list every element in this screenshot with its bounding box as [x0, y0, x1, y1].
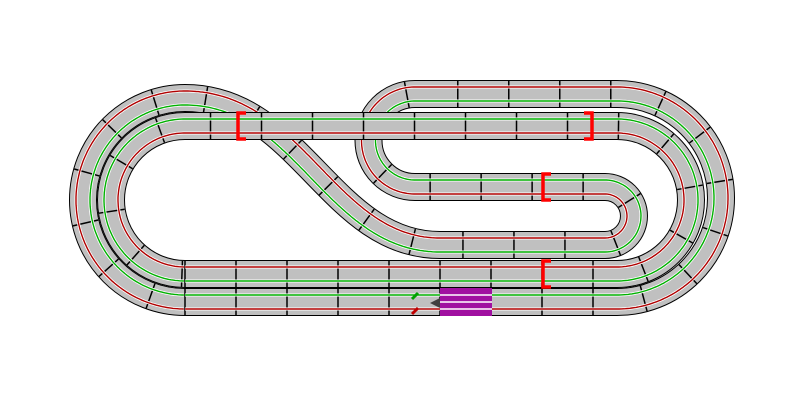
track-segment-divider [202, 86, 209, 113]
track-segment-divider [689, 126, 711, 144]
lap-marker-top-left[interactable] [236, 111, 246, 141]
track-segment-divider [669, 229, 694, 244]
track-layer [69, 80, 735, 316]
track-segment-divider [98, 208, 125, 214]
track-segment-divider [654, 91, 667, 116]
track-segment-divider [283, 139, 303, 160]
track-segment-divider [373, 163, 393, 184]
track-segment-divider [610, 230, 622, 256]
outer-loop-track-lane-red [75, 86, 729, 310]
track-segment-divider [676, 184, 703, 191]
outer-loop-track-lane-green [89, 100, 715, 296]
track-segment-divider [706, 178, 733, 185]
inner-loop-track [97, 112, 705, 288]
inner-loop-track-lane-green [103, 118, 699, 282]
track-segment-divider [74, 168, 100, 177]
track-segment-divider [318, 176, 339, 196]
inner-loop-track-surface [98, 113, 704, 287]
track-segment-divider [72, 219, 99, 227]
track-segment-divider [403, 81, 410, 108]
track-segment-divider [638, 256, 649, 282]
inner-loop-track-lane-red [117, 132, 685, 268]
start-position-pointer-icon [430, 298, 440, 308]
car-red[interactable] [410, 306, 420, 316]
track-segment-divider [145, 283, 156, 309]
track-segment-divider [702, 226, 728, 237]
track-segment-divider [102, 119, 122, 139]
track-segment-divider [408, 228, 417, 255]
track-segment-divider [618, 192, 641, 208]
lap-marker-top-right[interactable] [584, 111, 594, 141]
track-segment-divider [678, 264, 698, 285]
track-segment-divider [358, 208, 375, 231]
outer-loop-track-surface [70, 81, 734, 315]
overlay-layer [236, 111, 594, 316]
track-segment-divider [98, 258, 119, 277]
track-segment-divider [154, 117, 166, 143]
track-segment-divider [150, 89, 160, 116]
lap-marker-middle[interactable] [541, 172, 551, 202]
track-segment-divider [126, 244, 145, 266]
car-green[interactable] [410, 291, 420, 301]
track-segment-divider [639, 285, 648, 312]
track-segment-divider [180, 260, 184, 287]
lap-marker-bottom[interactable] [541, 259, 551, 289]
track-segment-divider [109, 154, 133, 170]
start-grid[interactable] [440, 288, 492, 316]
track-segment-divider [656, 133, 675, 155]
